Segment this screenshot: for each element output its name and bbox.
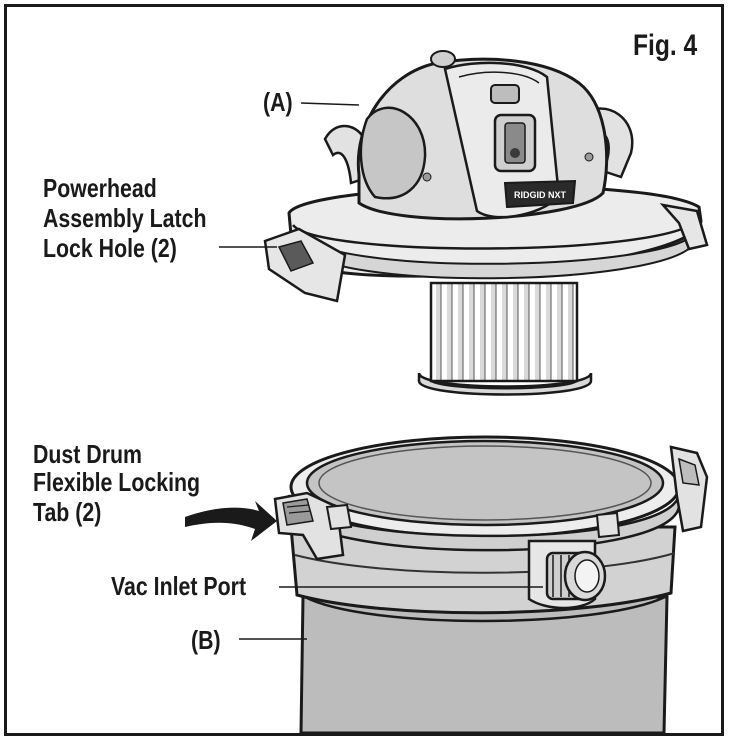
tab-arrow	[185, 501, 277, 541]
locking-tab-right	[669, 445, 709, 533]
vac-inlet-port	[527, 539, 607, 610]
locking-tab-left	[273, 491, 345, 561]
powerhead-logo: RIDGID NXT	[514, 190, 567, 200]
filter-cartridge	[417, 281, 593, 396]
label-tab-line-3: Tab (2)	[33, 497, 102, 527]
label-latch-line-1: Powerhead	[43, 173, 157, 203]
label-latch-line-3: Lock Hole (2)	[43, 233, 177, 263]
label-powerhead-a: (A)	[263, 87, 293, 117]
label-vac-inlet-port: Vac Inlet Port	[111, 571, 247, 601]
dust-drum	[287, 435, 681, 733]
figure-title: Fig. 4	[633, 29, 698, 62]
label-latch-line-2: Assembly Latch	[43, 203, 207, 233]
powerhead: RIDGID NXT	[263, 50, 709, 303]
label-tab-line-1: Dust Drum	[33, 439, 142, 469]
diagram-illustration: RIDGID NXT	[185, 50, 709, 733]
leader-lines	[219, 102, 543, 640]
label-tab-line-2: Flexible Locking	[33, 467, 201, 497]
label-dust-drum-b: (B)	[191, 625, 221, 655]
figure-frame: RIDGID NXT Fig. 4 (A) Powerhead Assembly…	[4, 4, 724, 736]
